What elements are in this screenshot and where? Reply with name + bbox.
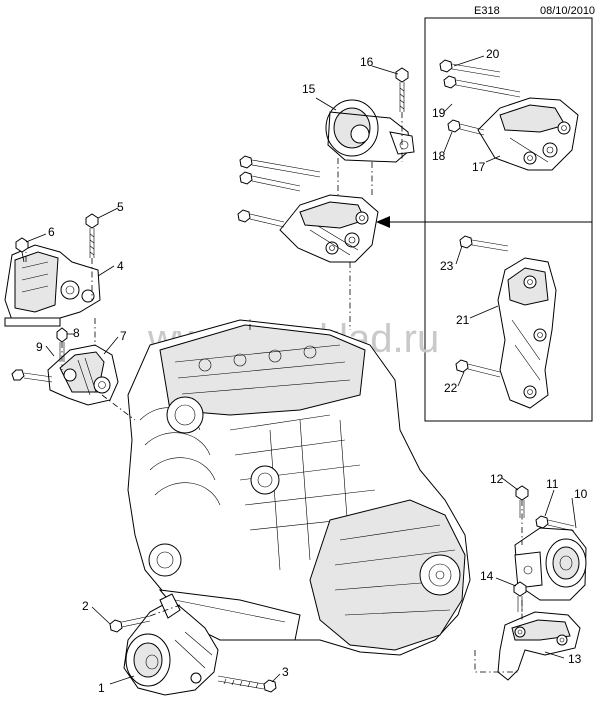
callout-22: 22 — [444, 381, 458, 395]
callout-18: 18 — [432, 149, 446, 163]
callout-13: 13 — [568, 652, 582, 666]
callout-20: 20 — [486, 47, 500, 61]
callout-1: 1 — [98, 681, 105, 695]
alignment-lines — [25, 112, 523, 673]
bolt-22 — [455, 359, 501, 378]
callout-4: 4 — [117, 259, 124, 273]
bolt-20 — [439, 59, 501, 78]
bolt-11 — [535, 515, 575, 532]
leader-lines — [25, 55, 577, 685]
diagram-date: 08/10/2010 — [540, 5, 595, 17]
callout-14: 14 — [480, 569, 494, 583]
callout-12: 12 — [490, 472, 504, 486]
callout-labels: 1 2 3 4 5 6 7 8 9 10 11 12 13 14 15 16 1… — [36, 47, 588, 695]
inset-frame — [424, 17, 593, 422]
callout-11: 11 — [546, 477, 559, 491]
callout-3: 3 — [282, 665, 289, 679]
mount-10 — [514, 527, 587, 601]
callout-16: 16 — [360, 55, 374, 69]
bracket-13 — [497, 611, 581, 681]
bolt-19 — [443, 75, 521, 98]
bolt-23 — [459, 235, 509, 252]
diagram-code: E318 — [474, 5, 500, 17]
bolt-14 — [513, 581, 527, 612]
bracket-center — [279, 194, 379, 263]
bracket-21 — [497, 257, 557, 409]
callout-21: 21 — [456, 313, 470, 327]
bolt-18 — [447, 119, 485, 136]
bolt-12 — [515, 485, 529, 518]
mount-15 — [325, 99, 415, 163]
callout-7: 7 — [120, 329, 127, 343]
bolt-16 — [395, 67, 409, 112]
callout-15: 15 — [302, 82, 316, 96]
bolt-2 — [109, 615, 151, 633]
bolts-center-left — [237, 155, 321, 228]
callout-17: 17 — [472, 160, 486, 174]
callout-2: 2 — [82, 599, 89, 613]
callout-5: 5 — [117, 200, 124, 214]
callout-8: 8 — [73, 326, 80, 340]
callout-6: 6 — [48, 225, 55, 239]
callout-10: 10 — [574, 487, 588, 501]
bolt-9 — [11, 369, 53, 383]
callout-23: 23 — [440, 259, 454, 273]
bracket-17 — [477, 97, 579, 171]
bolt-3 — [217, 675, 277, 693]
inset-arrow-head — [376, 216, 390, 228]
bolt-8 — [56, 327, 68, 362]
bracket-7 — [47, 344, 119, 406]
engine-transmission-assembly — [127, 319, 471, 656]
mount-1 — [123, 593, 219, 696]
bolt-5 — [85, 213, 99, 258]
callout-19: 19 — [432, 106, 446, 120]
mount-4-assembly — [4, 244, 101, 327]
bolt-6 — [15, 237, 29, 263]
callout-9: 9 — [36, 340, 43, 354]
